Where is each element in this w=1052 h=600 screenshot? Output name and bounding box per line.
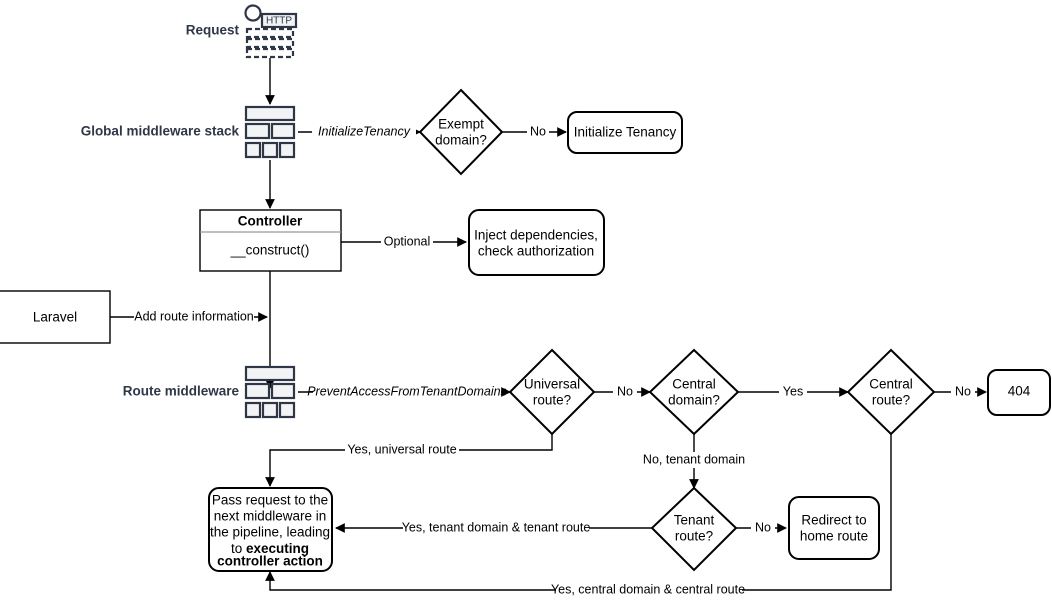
node-pass-request-line-2: the pipeline, leading — [210, 525, 330, 540]
edge-label-yes-central-domain-central-route: Yes, central domain & central route — [551, 582, 745, 596]
node-pass-request-line-1: next middleware in — [214, 509, 327, 524]
edge-label-initialize-tenancy: InitializeTenancy — [318, 124, 411, 138]
edge-label-optional: Optional — [384, 234, 431, 248]
http-request-icon: HTTP — [244, 4, 298, 59]
edge-label-central-domain-yes: Yes — [783, 384, 803, 398]
node-redirect-home-line-1: home route — [800, 529, 868, 544]
node-laravel-label: Laravel — [33, 310, 77, 325]
edge-label-exempt-no: No — [530, 124, 546, 138]
node-redirect-home-line-0: Redirect to — [801, 513, 866, 528]
node-pass-request[interactable]: Pass request to the next middleware in t… — [208, 487, 333, 572]
node-tenant-route-line-1: route? — [675, 529, 713, 544]
middleware-stack-icon-route — [244, 365, 296, 419]
edge-label-universal-no: No — [617, 384, 633, 398]
node-central-domain[interactable]: Central domain? — [648, 348, 740, 436]
edge-label-yes-universal-route: Yes, universal route — [347, 442, 456, 456]
node-central-route-line-1: route? — [872, 393, 910, 408]
node-universal-route-line-0: Universal — [524, 377, 580, 392]
node-pass-request-line-4: controller action — [217, 554, 323, 569]
edge-label-yes-tenant-domain-tenant-route: Yes, tenant domain & tenant route — [402, 520, 591, 534]
node-tenant-route-line-0: Tenant — [674, 513, 715, 528]
node-inject-dependencies-line-1: check authorization — [478, 244, 594, 259]
node-exempt-domain-line-1: domain? — [435, 133, 487, 148]
side-labels: Request Global middleware stack Route mi… — [81, 23, 240, 399]
node-404-label: 404 — [1008, 384, 1031, 399]
node-central-route-line-0: Central — [869, 377, 913, 392]
node-central-route[interactable]: Central route? — [846, 348, 936, 436]
node-redirect-home[interactable]: Redirect to home route — [788, 496, 880, 560]
node-controller-method: __construct() — [230, 243, 310, 258]
edge-label-tenant-route-no: No — [755, 520, 771, 534]
label-route-middleware: Route middleware — [123, 384, 240, 399]
node-inject-dependencies-line-0: Inject dependencies, — [474, 228, 598, 243]
edge-labels: InitializeTenancy No Optional Add route … — [134, 124, 975, 598]
edge-label-prevent-access: PreventAccessFromTenantDomains — [307, 384, 507, 398]
label-global-middleware-stack: Global middleware stack — [81, 124, 240, 139]
node-404[interactable]: 404 — [987, 369, 1051, 416]
node-initialize-tenancy[interactable]: Initialize Tenancy — [567, 111, 683, 154]
node-exempt-domain-line-0: Exempt — [438, 117, 484, 132]
node-controller-title: Controller — [238, 214, 303, 229]
middleware-stack-icon-global — [244, 105, 296, 159]
edge-label-no-tenant-domain: No, tenant domain — [643, 452, 745, 466]
http-badge-text: HTTP — [266, 16, 292, 27]
node-controller[interactable]: Controller __construct() — [199, 209, 342, 272]
node-inject-dependencies[interactable]: Inject dependencies, check authorization — [468, 209, 605, 276]
node-initialize-tenancy-label: Initialize Tenancy — [574, 125, 677, 140]
node-exempt-domain[interactable]: Exempt domain? — [418, 88, 504, 176]
node-universal-route-line-1: route? — [533, 393, 571, 408]
label-request: Request — [186, 23, 240, 38]
node-laravel[interactable]: Laravel — [0, 290, 111, 344]
node-central-domain-line-1: domain? — [668, 393, 720, 408]
node-pass-request-line-0: Pass request to the — [212, 493, 328, 508]
node-universal-route[interactable]: Universal route? — [508, 348, 596, 436]
node-tenant-route[interactable]: Tenant route? — [650, 486, 738, 572]
edge-label-add-route-information: Add route information — [134, 309, 254, 323]
node-pass-request-line-3: to executing — [231, 541, 309, 556]
edge-label-central-route-no: No — [955, 384, 971, 398]
node-central-domain-line-0: Central — [672, 377, 716, 392]
